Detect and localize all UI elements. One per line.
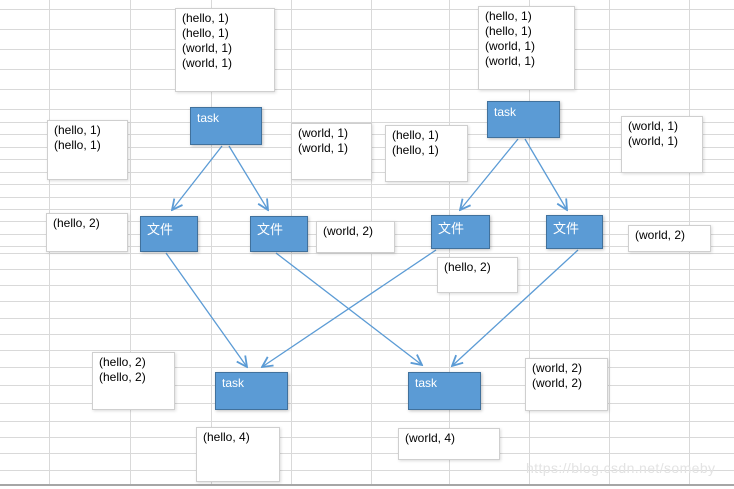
arrow-maptask-right-to-file3: [460, 138, 519, 210]
kv-box-reduce-left-out: (hello, 4): [196, 427, 280, 482]
kv-box-map-left-world: (world, 1) (world, 1): [291, 123, 372, 180]
arrow-maptask-left-to-file2: [228, 145, 268, 210]
watermark: https://blog.csdn.net/someby: [526, 460, 716, 476]
kv-box-reduce-left-in: (hello, 2) (hello, 2): [92, 352, 175, 410]
kv-box-file2-out: (world, 2): [316, 221, 395, 253]
reduce-task-node-left: task: [215, 372, 288, 410]
kv-box-map-right-hello: (hello, 1) (hello, 1): [385, 125, 468, 182]
kv-box-source-left: (hello, 1) (hello, 1) (world, 1) (world,…: [175, 8, 275, 92]
arrow-maptask-right-to-file4: [524, 138, 567, 210]
grid-bottom-edge: [0, 484, 734, 486]
map-task-node-right: task: [487, 101, 560, 138]
kv-box-map-right-world: (world, 1) (world, 1): [621, 116, 703, 173]
file-node-4: 文件: [546, 215, 603, 249]
kv-box-source-right: (hello, 1) (hello, 1) (world, 1) (world,…: [478, 6, 575, 90]
file-node-2: 文件: [250, 216, 308, 252]
kv-box-map-left-hello: (hello, 1) (hello, 1): [47, 120, 128, 180]
kv-box-file4-out: (world, 2): [628, 225, 711, 252]
file-node-1: 文件: [140, 216, 198, 252]
map-task-node-left: task: [190, 107, 262, 145]
kv-box-file1-out: (hello, 2): [46, 213, 128, 252]
kv-box-reduce-right-in: (world, 2) (world, 2): [525, 358, 608, 411]
kv-box-file3-out: (hello, 2): [437, 257, 518, 293]
arrow-maptask-left-to-file1: [172, 145, 223, 210]
reduce-task-node-right: task: [408, 372, 481, 410]
file-node-3: 文件: [431, 215, 490, 249]
kv-box-reduce-right-out: (world, 4): [398, 428, 500, 460]
